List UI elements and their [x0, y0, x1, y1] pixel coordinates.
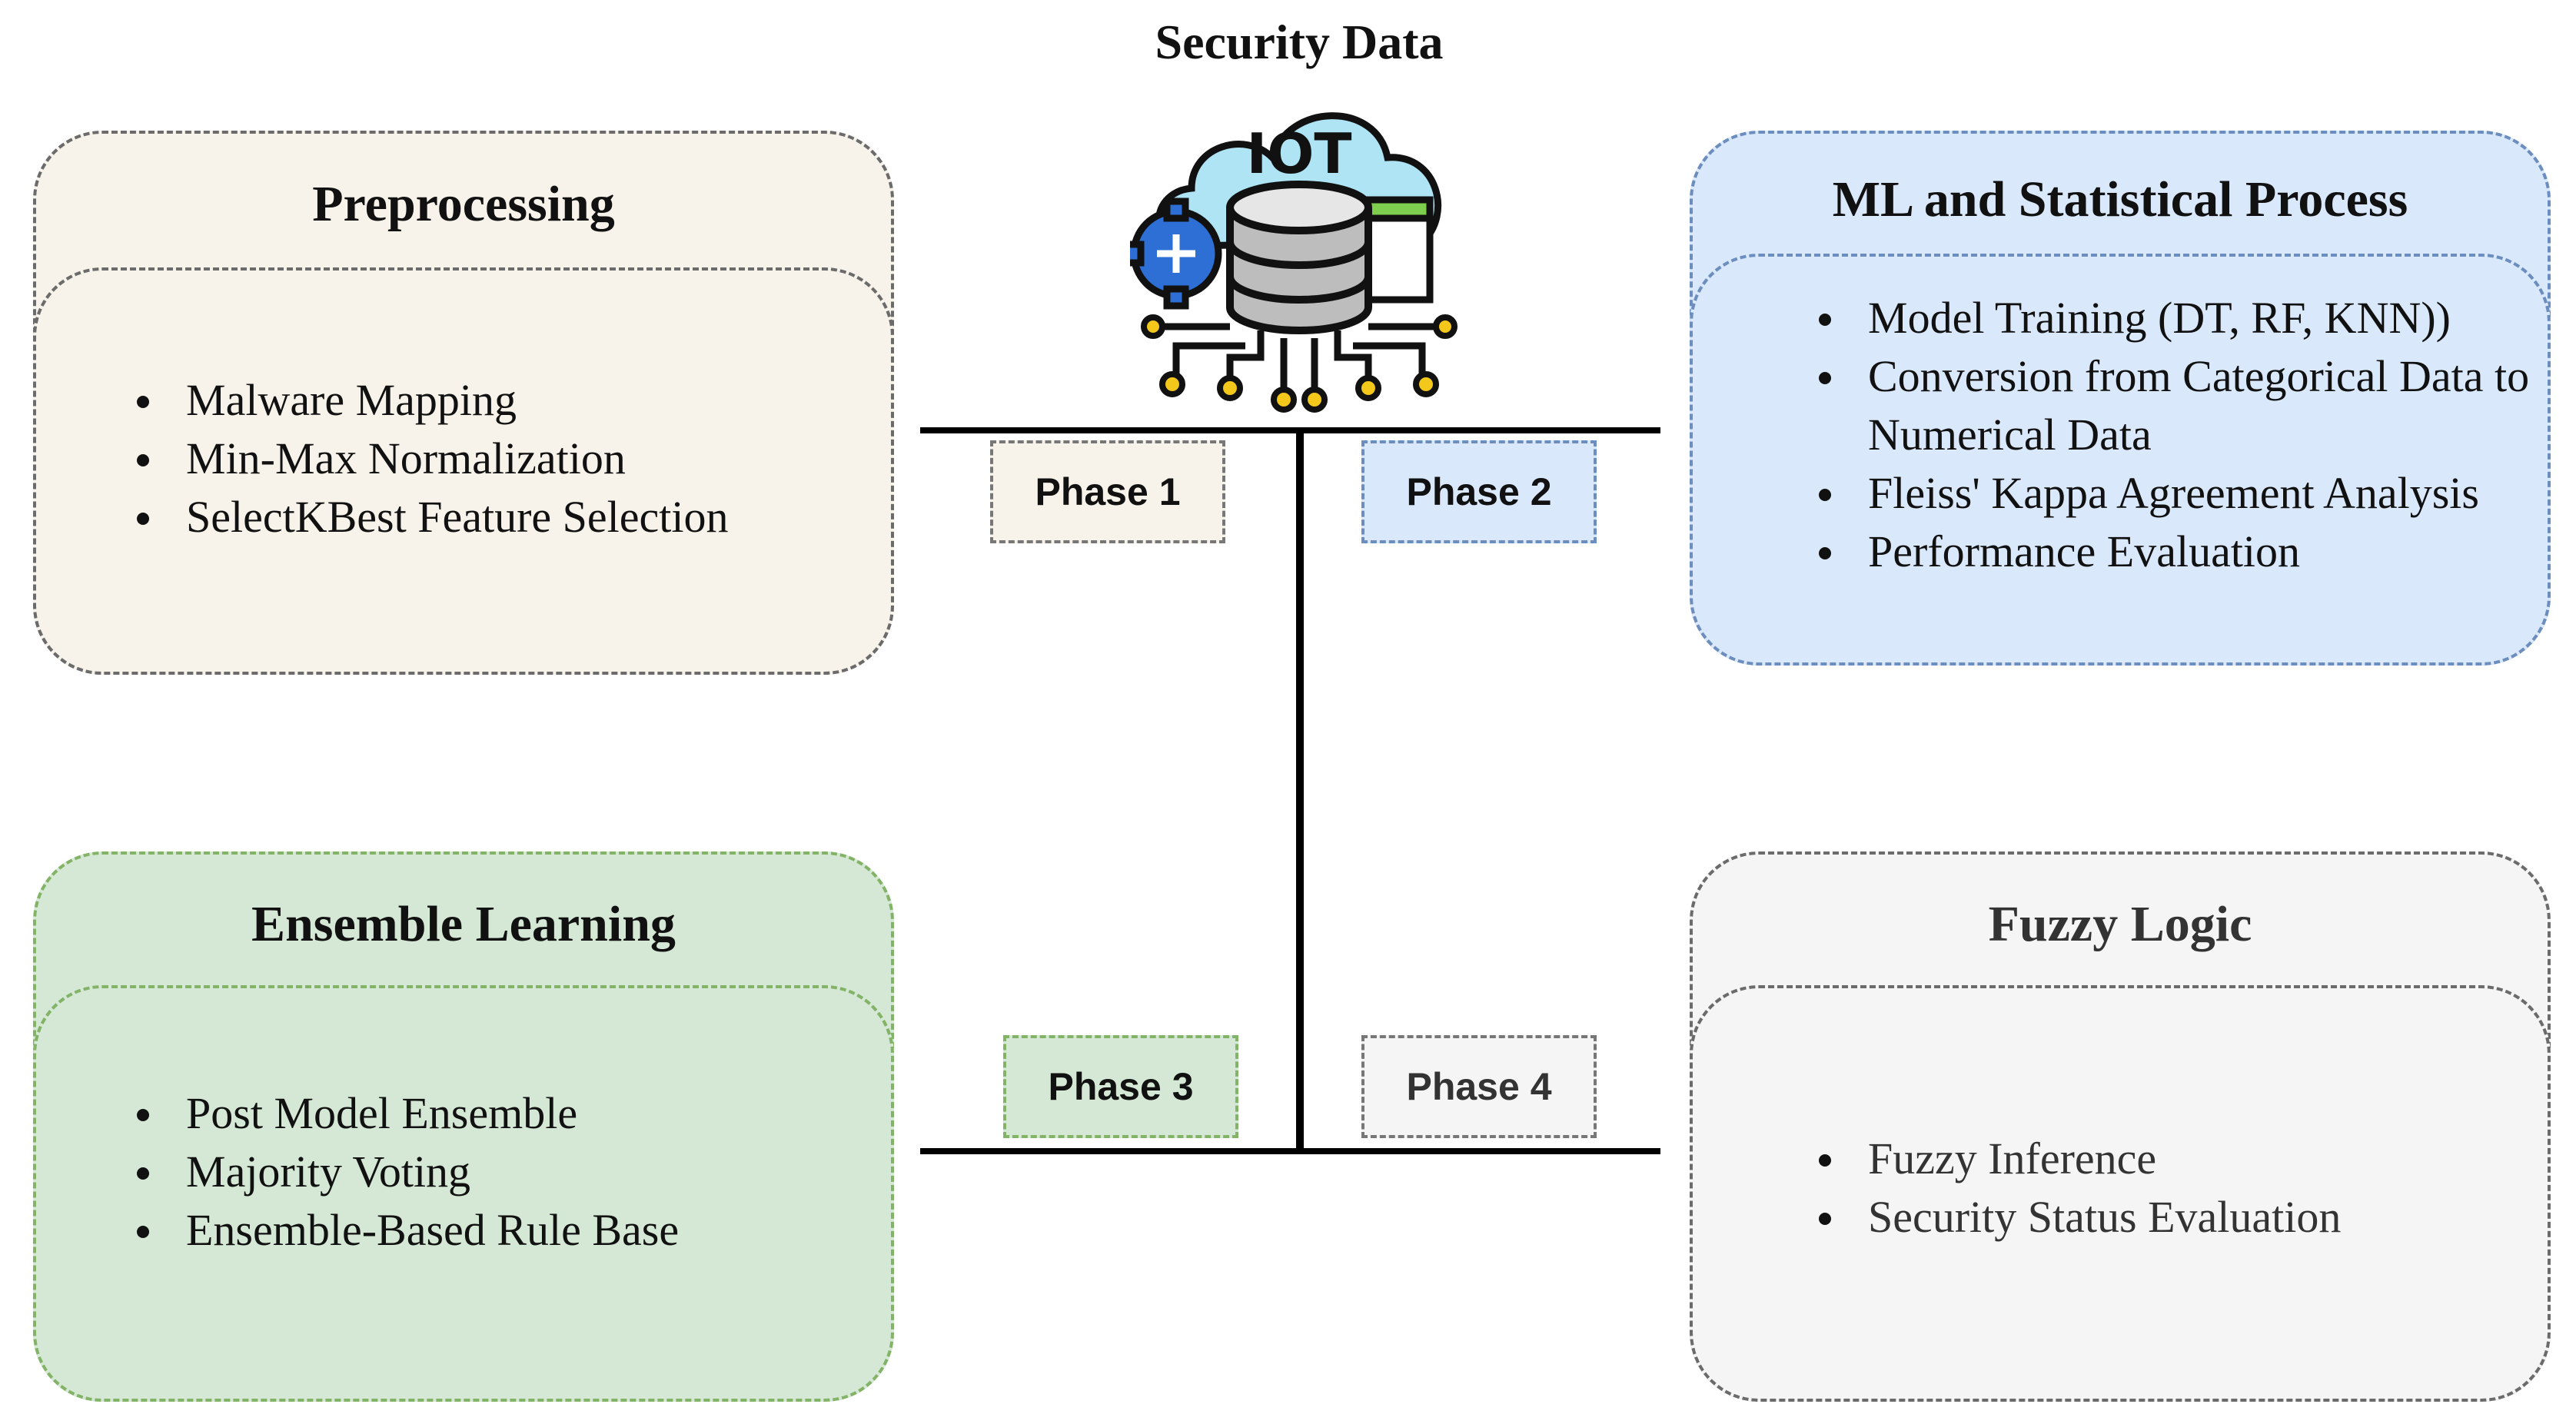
- ensemble-learning-title: Ensemble Learning: [251, 896, 676, 952]
- fuzzy-logic-inner-panel: [1690, 985, 2551, 1402]
- iot-cloud-database-icon: IOT: [1130, 112, 1458, 413]
- list-item: Post Model Ensemble: [131, 1084, 869, 1143]
- phase-4-label: Phase 4: [1361, 1035, 1597, 1138]
- list-item: Ensemble-Based Rule Base: [131, 1201, 869, 1260]
- preprocessing-list: Malware Mapping Min-Max Normalization Se…: [131, 371, 869, 546]
- fuzzy-logic-list: Fuzzy Inference Security Status Evaluati…: [1813, 1130, 2535, 1246]
- database-icon: [1226, 181, 1372, 334]
- list-item: Performance Evaluation: [1813, 523, 2535, 581]
- fuzzy-logic-title: Fuzzy Logic: [1988, 896, 2252, 952]
- phase-3-label: Phase 3: [1003, 1035, 1238, 1138]
- ml-statistical-list: Model Training (DT, RF, KNN)) Conversion…: [1813, 289, 2535, 581]
- phase-1-label: Phase 1: [990, 440, 1225, 543]
- ensemble-learning-inner-panel: [33, 985, 894, 1402]
- list-item: Malware Mapping: [131, 371, 869, 430]
- iot-label: IOT: [1246, 121, 1351, 186]
- preprocessing-title: Preprocessing: [312, 176, 615, 232]
- phase-2-label: Phase 2: [1361, 440, 1597, 543]
- circuit-lines: [1161, 323, 1438, 392]
- ml-statistical-inner-panel: [1690, 254, 2551, 666]
- list-item: Fleiss' Kappa Agreement Analysis: [1813, 464, 2535, 523]
- vertical-line: [1296, 427, 1304, 1154]
- list-item: SelectKBest Feature Selection: [131, 488, 869, 546]
- diagram-title: Security Data: [1155, 15, 1444, 69]
- list-item: Majority Voting: [131, 1143, 869, 1201]
- preprocessing-inner-panel: [33, 267, 894, 675]
- bottom-horizontal-line: [920, 1148, 1660, 1154]
- circuit-nodes: [1141, 314, 1458, 413]
- list-item: Min-Max Normalization: [131, 430, 869, 488]
- list-item: Model Training (DT, RF, KNN)): [1813, 289, 2535, 347]
- ensemble-learning-list: Post Model Ensemble Majority Voting Ense…: [131, 1084, 869, 1260]
- list-item: Fuzzy Inference: [1813, 1130, 2535, 1188]
- ml-statistical-title: ML and Statistical Process: [1832, 171, 2408, 227]
- top-horizontal-line: [920, 427, 1660, 433]
- list-item: Security Status Evaluation: [1813, 1188, 2535, 1246]
- gear-icon: [1130, 198, 1222, 310]
- list-item: Conversion from Categorical Data to Nume…: [1813, 347, 2535, 464]
